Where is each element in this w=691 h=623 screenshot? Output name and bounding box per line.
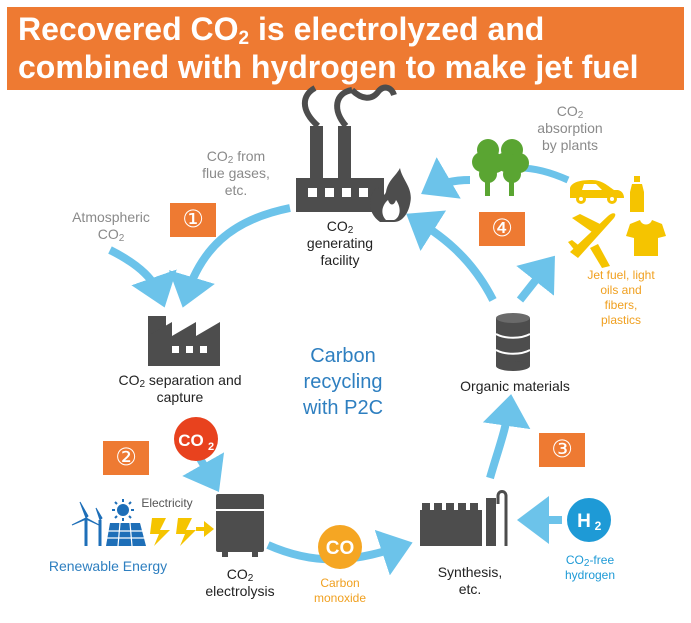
co2-electrolysis-label: CO2 electrolysis [205, 566, 275, 599]
lightning-icon [150, 518, 214, 546]
arrow-organic-to-facility [406, 210, 497, 302]
jet-fuel-label: Jet fuel, light oils and fibers, plastic… [587, 268, 655, 327]
svg-text:2: 2 [595, 519, 602, 533]
synthesis-label: Synthesis, etc. [437, 564, 503, 597]
organic-materials-label: Organic materials [460, 378, 570, 394]
svg-text:2: 2 [208, 441, 214, 453]
co-badge: CO [318, 525, 362, 569]
carbon-monoxide-label: Carbon monoxide [313, 576, 367, 605]
arrow-products-to-plants [519, 164, 570, 184]
step-3-badge: ③ [539, 433, 585, 467]
car-icon [570, 180, 624, 204]
co2-separation-label: CO2 separation and capture [118, 372, 242, 405]
arrow-plants-to-facility [421, 157, 471, 199]
factory-icon [148, 316, 220, 366]
airplane-icon [568, 213, 616, 268]
center-label: Carbon recycling with P2C [302, 345, 384, 419]
step-1-badge: ① [170, 203, 216, 237]
page-title: Recovered CO2 is electrolyzed and combin… [18, 11, 639, 85]
co2-generating-facility-icon [296, 84, 397, 212]
arrow-atmos-to-separation [108, 246, 177, 308]
trees-icon [472, 139, 529, 196]
co2-free-hydrogen-label: CO2-free hydrogen [564, 553, 616, 582]
svg-text:CO: CO [178, 431, 204, 450]
co2-badge: CO 2 [174, 417, 218, 461]
electrolyzer-icon [216, 494, 264, 557]
arrow-flue-to-separation [168, 204, 291, 308]
co2-from-flue-label: CO2 from flue gases, etc. [202, 148, 270, 198]
step-4-badge: ④ [479, 212, 525, 246]
barrel-icon [495, 313, 531, 371]
bottle-icon [630, 176, 644, 212]
step-2-badge: ② [103, 441, 149, 475]
sun-icon [112, 499, 134, 521]
fire-icon [370, 168, 411, 222]
co2-absorption-label: CO2 absorption by plants [537, 103, 603, 153]
arrow-synthesis-to-organic [482, 394, 531, 480]
tshirt-icon [626, 220, 666, 256]
renewable-energy-label: Renewable Energy [48, 558, 168, 574]
co2-generating-facility-label: CO2 generating facility [306, 218, 374, 268]
svg-text:CO: CO [326, 538, 355, 559]
arrow-organic-to-products [516, 255, 555, 303]
electricity-label: Electricity [141, 496, 193, 510]
h2-badge: H 2 [567, 498, 611, 542]
solar-panel-icon [106, 522, 146, 547]
synthesis-plant-icon [420, 490, 508, 546]
title-banner: Recovered CO2 is electrolyzed and combin… [7, 7, 684, 90]
svg-text:H: H [577, 511, 591, 532]
atmospheric-co2-label: Atmospheric CO2 [72, 209, 150, 244]
wind-turbine-icon [71, 501, 103, 546]
